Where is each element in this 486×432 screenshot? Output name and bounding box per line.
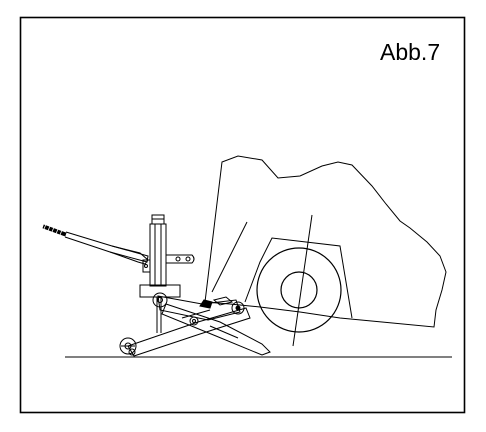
- chassis-arm: [127, 307, 251, 357]
- rear-pivot: [152, 292, 168, 308]
- saddle: [199, 299, 213, 309]
- figure-frame: [19, 16, 466, 414]
- cross-arm: [161, 303, 271, 356]
- saddle-roller: [231, 301, 245, 315]
- wheel-hub: [280, 271, 318, 309]
- body-strut-right: [292, 214, 313, 347]
- body-strut-left: [211, 221, 248, 293]
- handle-grip: [42, 224, 67, 237]
- handle-shaft: [64, 231, 149, 263]
- jack-pump-column: [139, 214, 195, 333]
- jack-handle: [42, 223, 149, 265]
- vehicle-wheel: [256, 247, 342, 333]
- jack-frame: [119, 292, 271, 357]
- pump-base: [139, 284, 181, 298]
- wheel-tire: [256, 247, 342, 333]
- vehicle-body: [204, 155, 447, 347]
- figure-label: Abb.7: [380, 39, 440, 65]
- center-pivot: [189, 316, 199, 326]
- wheel-arch: [244, 237, 353, 319]
- rear-roller: [119, 337, 137, 355]
- lift-arm: [157, 295, 241, 321]
- pump-cylinder: [149, 223, 167, 287]
- vehicle-body-outline: [204, 155, 447, 328]
